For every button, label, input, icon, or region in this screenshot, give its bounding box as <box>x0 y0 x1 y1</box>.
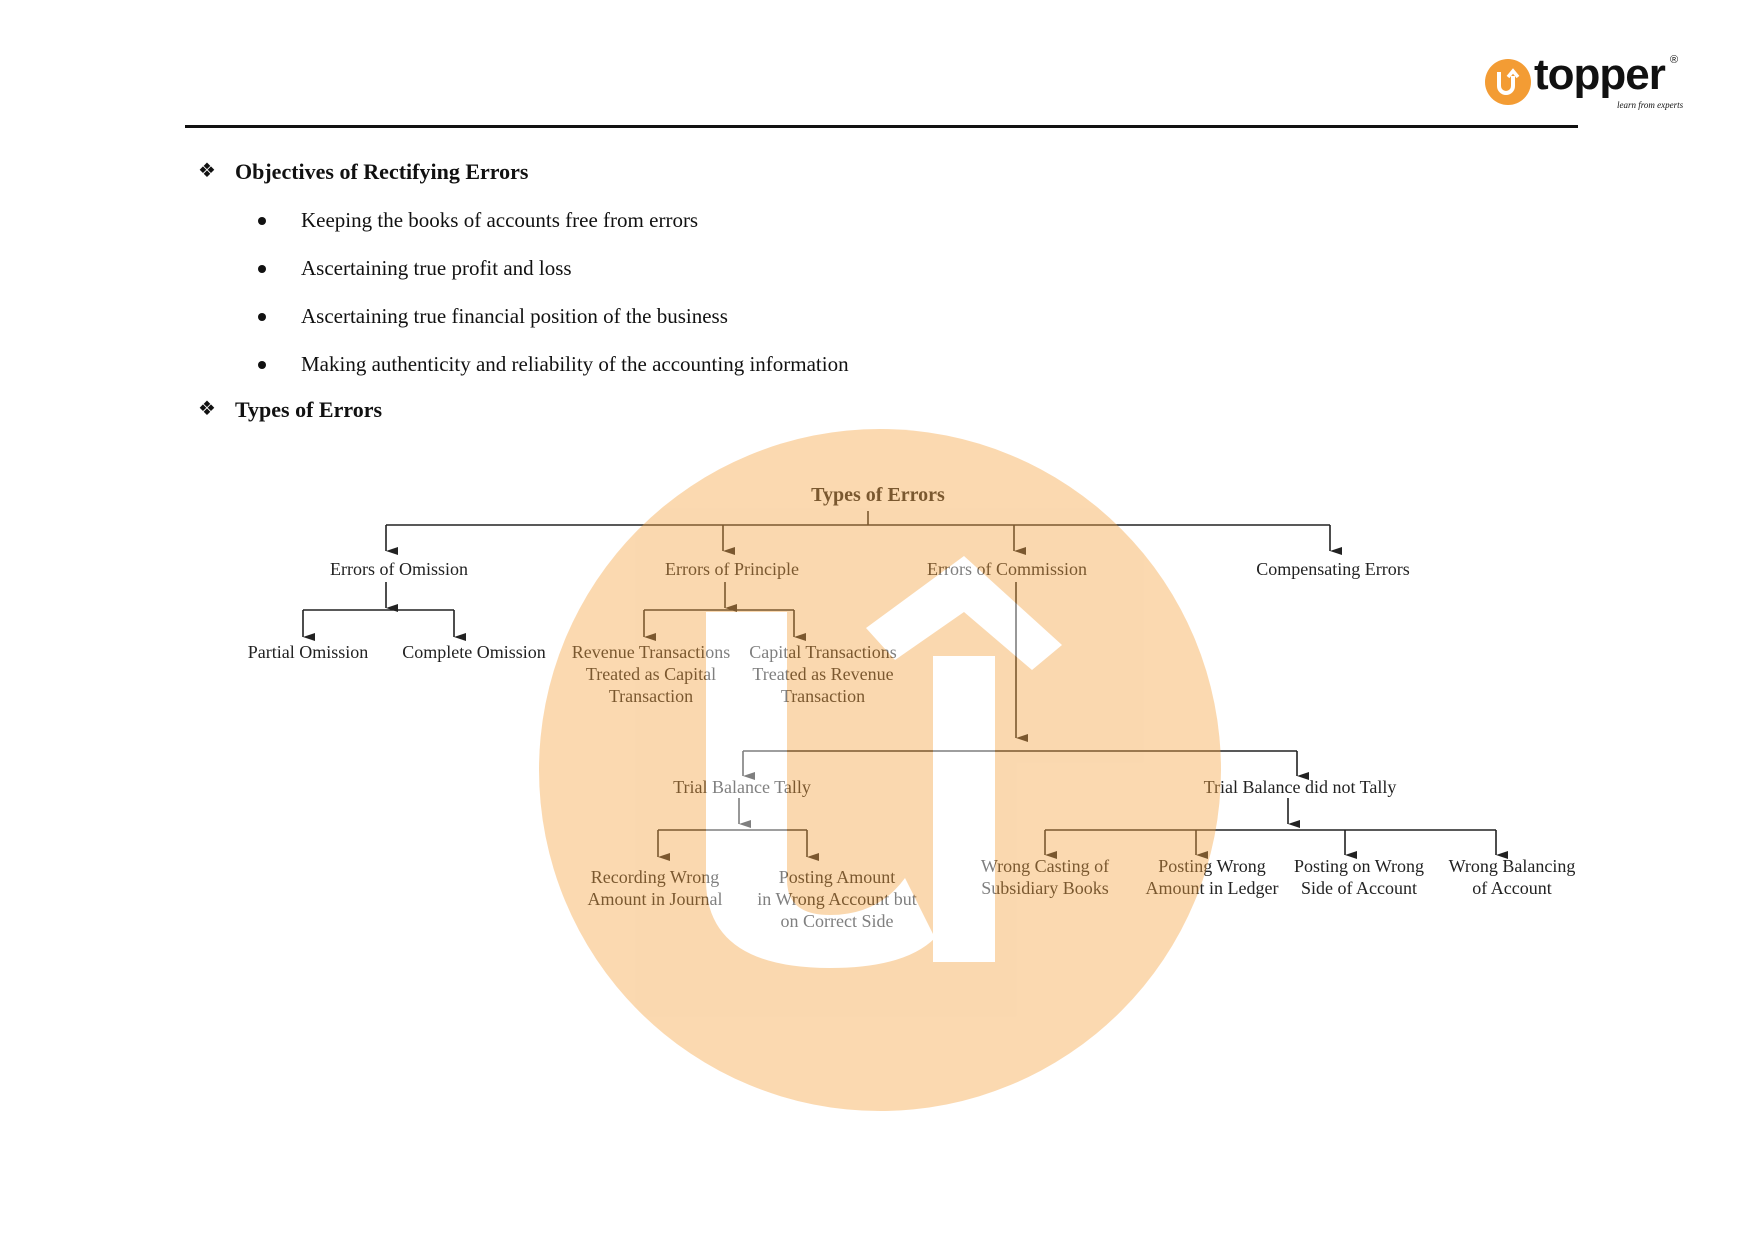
diamond-bullet-icon: ❖ <box>198 160 216 182</box>
label-line: Posting Amount <box>778 867 896 887</box>
label-line: Transaction <box>608 686 694 706</box>
list-item: Keeping the books of accounts free from … <box>301 208 699 232</box>
label-line: Posting Wrong <box>1158 856 1266 876</box>
node-recording-wrong-amount: Recording Wrong Amount in Journal <box>588 866 723 910</box>
list-item: Ascertaining true profit and loss <box>301 256 572 280</box>
label-line: Recording Wrong <box>590 867 720 887</box>
node-posting-wrong-amount: Posting Wrong Amount in Ledger <box>1146 855 1279 899</box>
node-revenue-as-capital: Revenue Transactions Treated as Capital … <box>572 641 730 707</box>
label-line: Posting on Wrong <box>1294 856 1424 876</box>
label-line: Treated as Capital <box>585 664 717 684</box>
node-errors-of-omission: Errors of Omission <box>330 559 468 579</box>
node-wrong-casting: Wrong Casting of Subsidiary Books <box>981 855 1109 899</box>
bullet-icon <box>258 313 266 321</box>
label-line: Capital Transactions <box>749 642 897 662</box>
node-capital-as-revenue: Capital Transactions Treated as Revenue … <box>749 641 897 707</box>
label-line: Side of Account <box>1301 878 1417 898</box>
node-trial-balance-tally: Trial Balance Tally <box>673 777 811 797</box>
node-trial-balance-not-tally: Trial Balance did not Tally <box>1203 777 1397 797</box>
diamond-bullet-icon: ❖ <box>198 398 216 420</box>
node-errors-of-commission: Errors of Commission <box>927 559 1087 579</box>
registered-mark: ® <box>1670 54 1679 66</box>
node-partial-omission: Partial Omission <box>247 642 369 662</box>
label-line: Amount in Journal <box>587 889 723 909</box>
label-line: Amount in Ledger <box>1145 878 1279 898</box>
bullet-icon <box>258 361 266 369</box>
section-heading: Types of Errors <box>235 397 383 422</box>
node-wrong-balancing: Wrong Balancing of Account <box>1449 855 1576 899</box>
label-line: Transaction <box>780 686 866 706</box>
label-line: Treated as Revenue <box>752 664 894 684</box>
list-item: Ascertaining true financial position of … <box>301 304 728 328</box>
diagram-title: Types of Errors <box>811 484 945 506</box>
logo-brand: topper <box>1534 50 1666 99</box>
label-line: in Wrong Account but <box>757 889 917 909</box>
node-posting-wrong-side: Posting on Wrong Side of Account <box>1294 855 1424 899</box>
header-rule <box>185 125 1578 128</box>
bullet-icon <box>258 265 266 273</box>
label-line: Wrong Balancing <box>1448 856 1576 876</box>
logo-mark-icon <box>1485 59 1531 105</box>
node-compensating-errors: Compensating Errors <box>1256 559 1410 579</box>
label-line: on Correct Side <box>780 911 894 931</box>
label-line: Subsidiary Books <box>981 878 1109 898</box>
node-posting-wrong-account: Posting Amount in Wrong Account but on C… <box>757 866 916 932</box>
label-line: Revenue Transactions <box>571 642 731 662</box>
list-item: Making authenticity and reliability of t… <box>301 352 849 376</box>
bullet-icon <box>258 217 266 225</box>
utopper-logo: topper ® learn from experts <box>1484 50 1684 116</box>
section-heading: Objectives of Rectifying Errors <box>235 159 529 184</box>
label-line: of Account <box>1472 878 1552 898</box>
node-complete-omission: Complete Omission <box>402 642 546 662</box>
label-line: Wrong Casting of <box>980 856 1110 876</box>
node-errors-of-principle: Errors of Principle <box>665 559 799 579</box>
logo-tagline: learn from experts <box>1617 100 1684 110</box>
